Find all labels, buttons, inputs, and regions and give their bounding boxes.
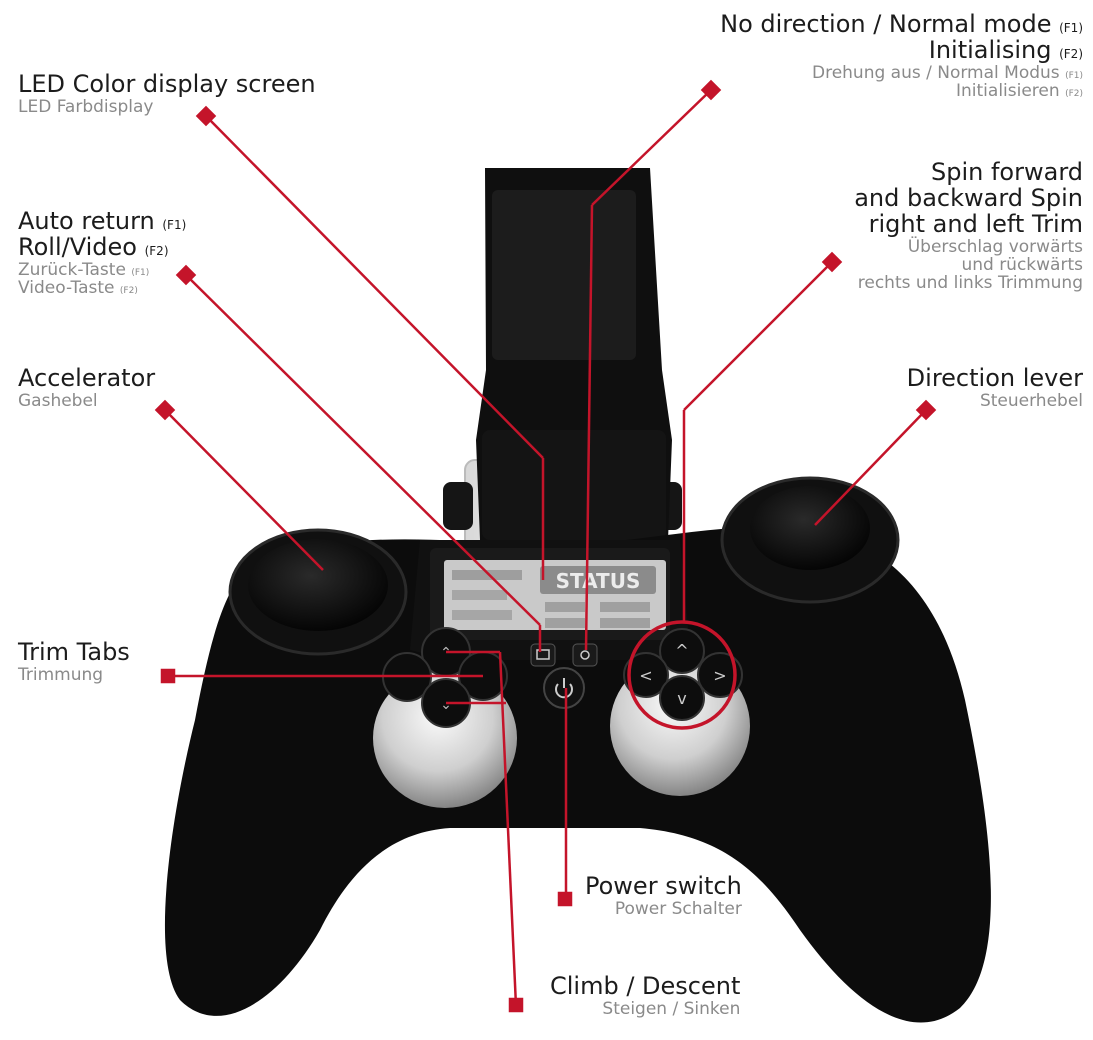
no-direction-de: Drehung aus / Normal Modus [811, 62, 1060, 83]
callout-marker [508, 997, 524, 1013]
direction-lever-en: Direction lever [906, 364, 1083, 392]
spin-de-line3: rechts und links Trimmung [857, 273, 1083, 294]
trim-tabs-en: Trim Tabs [18, 638, 130, 666]
callout-marker [915, 399, 937, 421]
power-icon [555, 683, 573, 699]
label-no-direction: No direction / Normal mode (F1) Initiali… [720, 10, 1083, 102]
auto-return-en: Auto return [18, 207, 155, 235]
initialising-en: Initialising [928, 35, 1052, 64]
led-display-de: LED Farbdisplay [18, 96, 154, 117]
arrow-left-icon: < [639, 666, 652, 685]
callout-lines [154, 79, 937, 1013]
spin-en-line1: Spin forward [931, 158, 1083, 186]
roll-video-en-tag: (F2) [144, 243, 169, 258]
callout-marker [700, 79, 722, 101]
spin-de-line1: Überschlag vorwärts [907, 236, 1083, 257]
initialising-en-tag: (F2) [1059, 46, 1083, 61]
no-direction-en-tag: (F1) [1059, 21, 1083, 35]
status-text: STATUS [556, 569, 641, 593]
accelerator-de: Gashebel [18, 390, 98, 411]
direction-highlight-ring [627, 620, 737, 730]
label-direction-lever: Direction lever Steuerhebel [906, 364, 1083, 411]
spin-forward-button[interactable] [659, 628, 705, 674]
label-climb-descent: Climb / Descent Steigen / Sinken [550, 972, 741, 1019]
callout-marker [160, 668, 176, 684]
spin-en-line2: and backward Spin [854, 183, 1083, 212]
arrow-right-icon: > [713, 666, 726, 685]
initialising-de-tag: (F2) [1065, 89, 1083, 100]
callout-marker [154, 399, 176, 421]
spin-left-button[interactable] [623, 652, 669, 698]
accelerator-en: Accelerator [18, 364, 156, 392]
callout-marker [175, 264, 197, 286]
no-direction-de-tag: (F1) [1065, 70, 1083, 81]
spin-right-button[interactable] [697, 652, 743, 698]
spin-en-line3: right and left Trim [868, 209, 1083, 238]
phone-holder [443, 168, 682, 556]
climb-descent-de: Steigen / Sinken [602, 998, 741, 1019]
climb-descent-en: Climb / Descent [550, 972, 741, 1000]
auto-return-en-tag: (F1) [162, 218, 187, 232]
status-screen: STATUS [430, 548, 670, 640]
spin-backward-button[interactable] [659, 675, 705, 721]
label-power-switch: Power switch Power Schalter [585, 872, 742, 919]
callout-marker [557, 891, 573, 907]
direction-buttons[interactable]: ^ < > v [623, 620, 743, 730]
auto-return-de-tag: (F1) [131, 267, 150, 278]
roll-video-en: Roll/Video [18, 232, 137, 261]
no-direction-en: No direction / Normal mode [720, 10, 1052, 38]
camera-icon [536, 649, 550, 660]
camera-button[interactable] [530, 643, 556, 667]
arrow-down-icon: v [677, 689, 686, 708]
initialising-de: Initialisieren [956, 81, 1060, 102]
accelerator-stick[interactable] [248, 539, 388, 631]
led-display-en: LED Color display screen [18, 70, 316, 98]
power-switch-en: Power switch [585, 872, 742, 900]
direction-lever-de: Steuerhebel [979, 390, 1083, 411]
label-spin: Spin forward and backward Spin right and… [854, 158, 1083, 294]
roll-video-de-tag: (F2) [119, 286, 138, 297]
auto-return-de: Zurück-Taste [18, 259, 126, 280]
direction-stick[interactable] [750, 486, 870, 570]
chevron-down-icon: ⌄ [440, 697, 452, 713]
label-accelerator: Accelerator Gashebel [18, 364, 156, 411]
center-buttons[interactable] [530, 643, 598, 709]
callout-marker [821, 251, 843, 273]
trim-tabs-de: Trimmung [18, 664, 104, 685]
record-icon [580, 650, 590, 660]
roll-video-de: Video-Taste [18, 278, 115, 299]
label-led-display: LED Color display screen LED Farbdisplay [18, 70, 316, 117]
spin-de-line2: und rückwärts [961, 255, 1083, 276]
arrow-up-icon: ^ [675, 641, 688, 660]
label-trim-tabs: Trim Tabs Trimmung [18, 638, 130, 685]
label-auto-return: Auto return (F1) Roll/Video (F2) Zurück-… [18, 207, 187, 299]
callout-marker [195, 105, 217, 127]
power-switch-de: Power Schalter [614, 898, 742, 919]
